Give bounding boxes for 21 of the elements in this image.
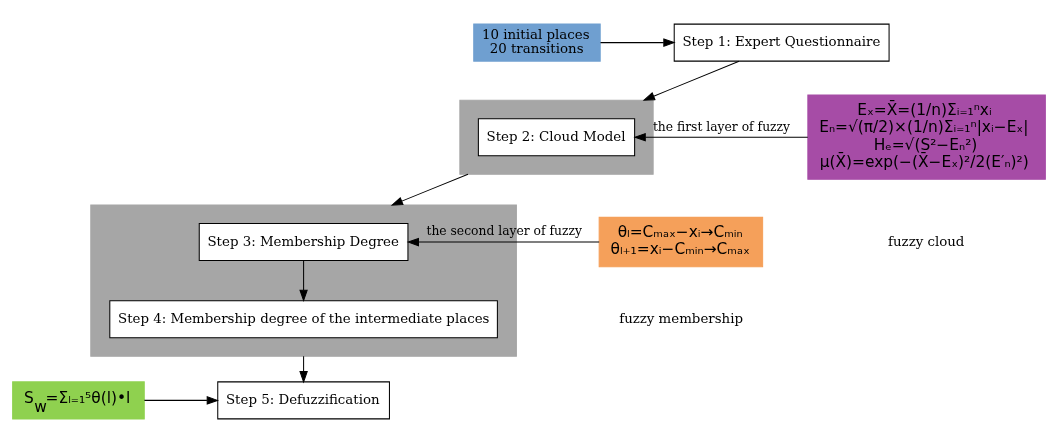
node-box: Eₓ=X̄=(1/n)Σᵢ₌₁ⁿxᵢ Eₙ=√(π/2)×(1/n)Σᵢ₌₁ⁿ|xᵢ−Eₓ| Hₑ=√(S²−Eₙ²) μ(X̄)=exp(−(X̄−Eₓ)²/2(E′ₙ)²) — [807, 94, 1046, 180]
node-box: Step 3: Membership Degree — [198, 222, 409, 261]
arrow — [406, 237, 600, 246]
arrow — [642, 60, 740, 101]
cluster — [459, 99, 654, 175]
node-box: Step 5: Defuzzification — [217, 380, 390, 419]
arrow — [633, 132, 809, 142]
node-box: θₗ=Cₘₐₓ−xᵢ→Cₘᵢₙ θₗ₊₁=xᵢ−Cₘᵢₙ→Cₘₐₓ — [598, 216, 764, 267]
node-box: 10 initial places 20 transitions — [473, 23, 601, 62]
arrow — [600, 37, 676, 47]
node-box: Step 1: Expert Questionnaire — [673, 23, 890, 62]
arrow — [143, 395, 220, 405]
arrow — [299, 259, 308, 302]
label: fuzzy cloud — [888, 233, 965, 249]
arrow — [299, 355, 308, 383]
edge-label: the first layer of fuzzy — [652, 119, 791, 134]
node-box: Step 2: Cloud Model — [477, 117, 636, 156]
label: fuzzy membership — [619, 310, 744, 326]
node-box: Step 4: Membership degree of the intermediate places — [109, 299, 498, 338]
arrow — [390, 173, 469, 206]
edge-label: the second layer of fuzzy — [426, 223, 582, 238]
